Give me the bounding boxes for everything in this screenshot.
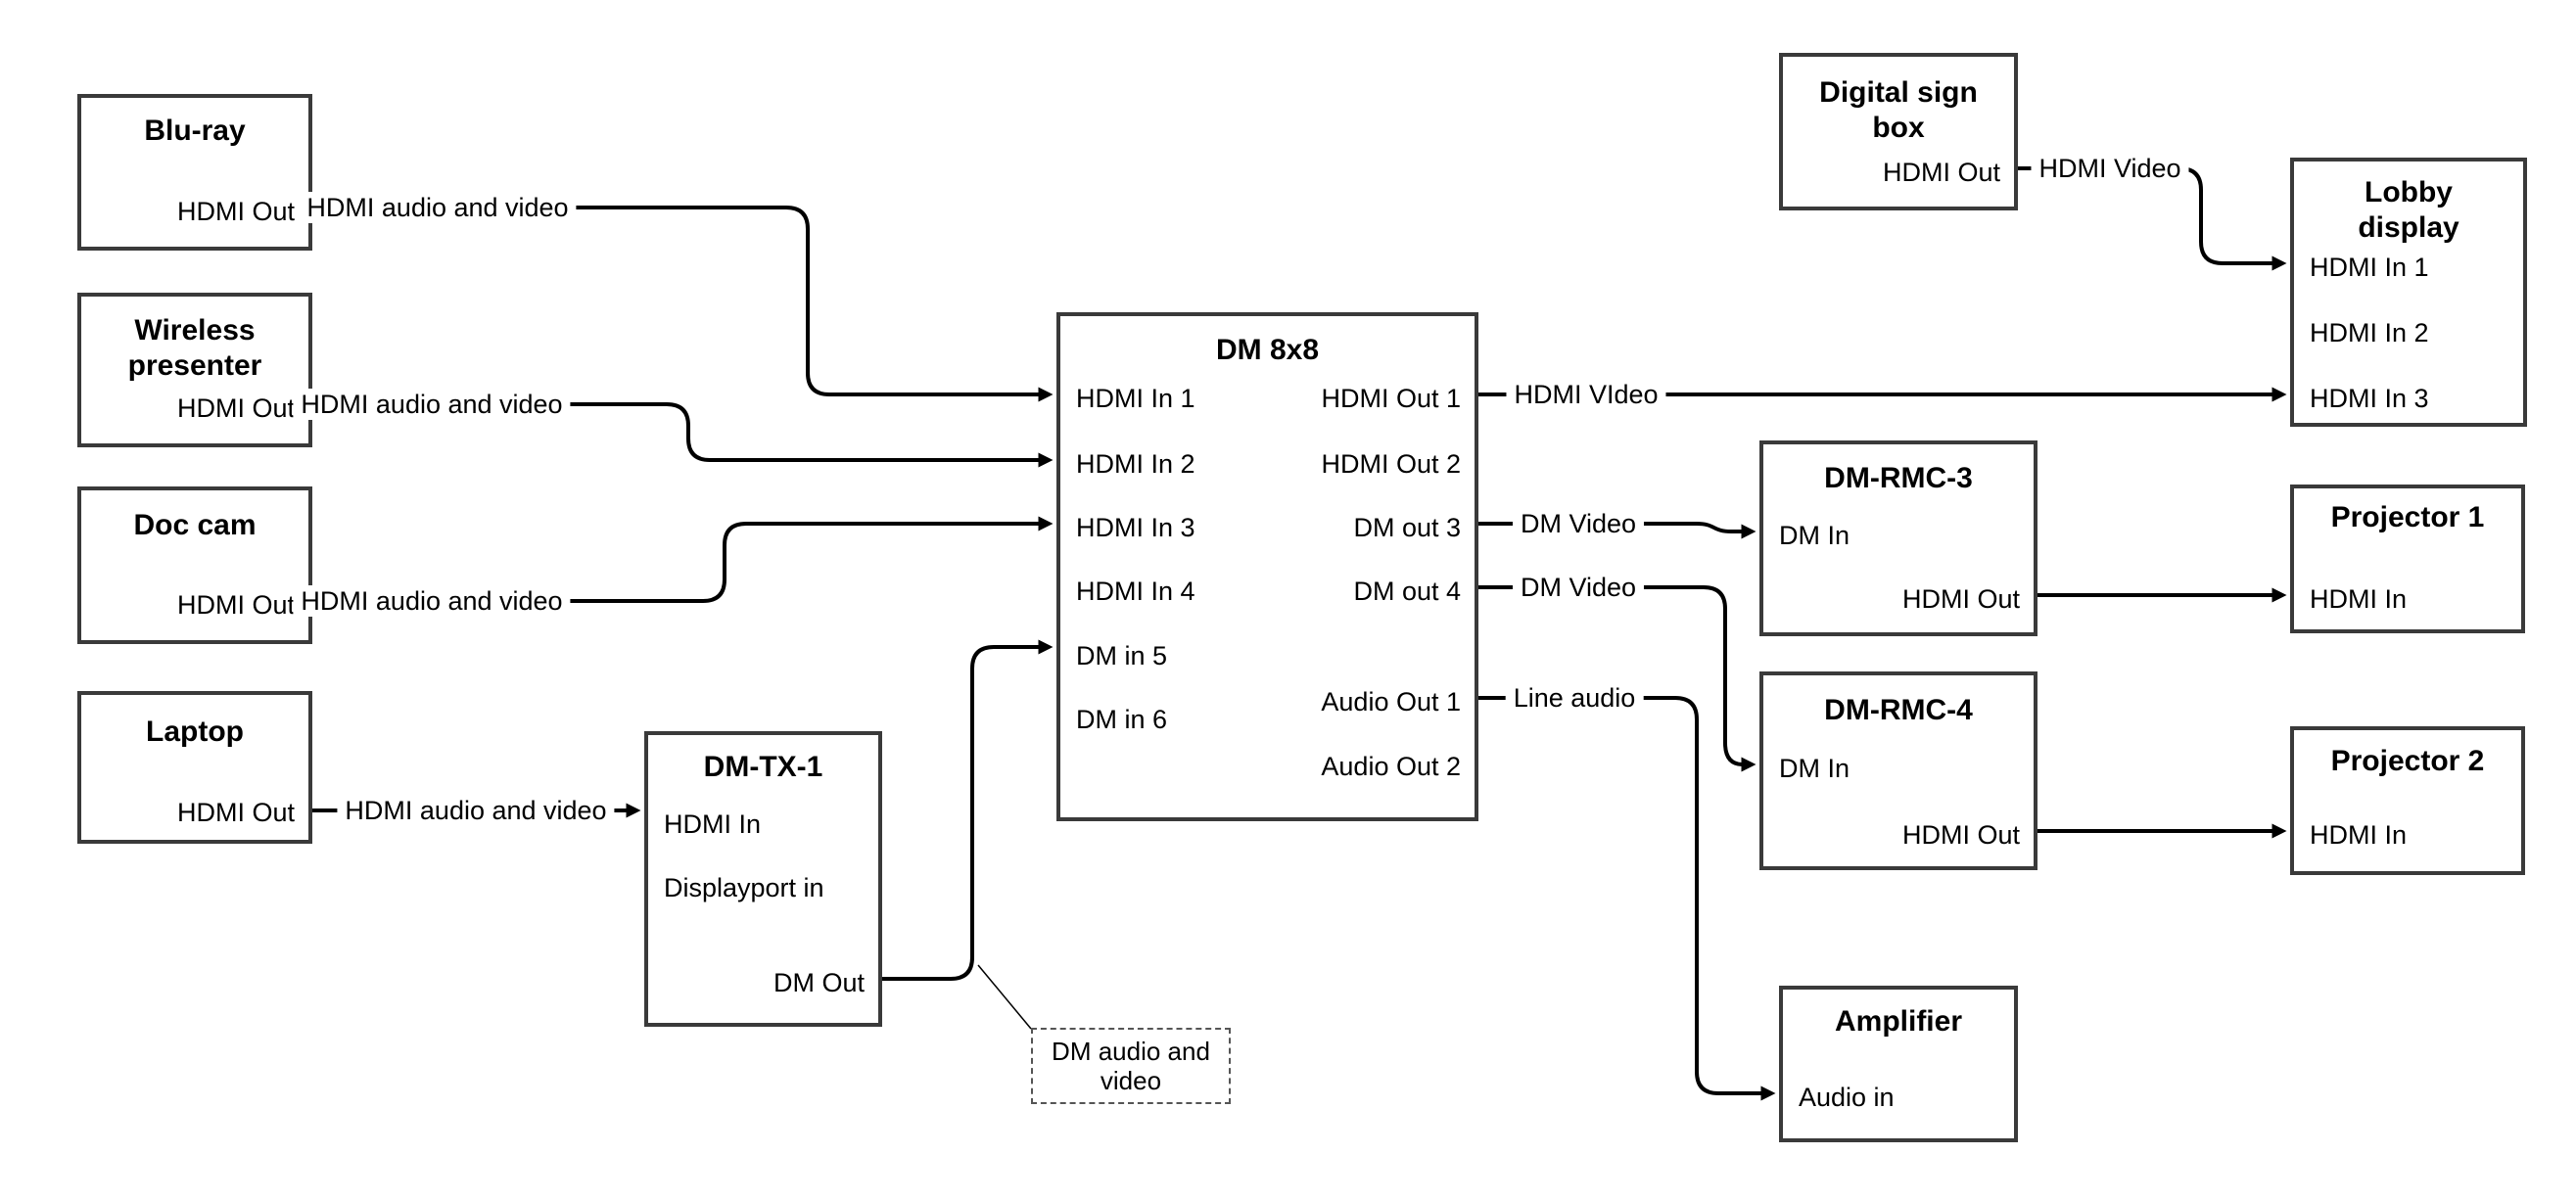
port-hdmi-in: HDMI In bbox=[2310, 584, 2408, 614]
port-hdmi-out-2: HDMI Out 2 bbox=[1321, 449, 1461, 479]
node-title: Projector 1 bbox=[2330, 501, 2485, 533]
node-projector-2: Projector 2 HDMI In bbox=[2290, 726, 2525, 875]
edge-dm8x8-out4-to-rmc4 bbox=[1478, 585, 1756, 772]
edge-label-hdmi-video-out1: HDMI VIdeo bbox=[1506, 379, 1666, 410]
port-dm-out: DM Out bbox=[773, 968, 865, 997]
node-title: Digital sign box bbox=[1819, 76, 1978, 144]
note-callout-line bbox=[977, 964, 1032, 1030]
edge-label-dm-video-out4: DM Video bbox=[1512, 572, 1645, 603]
node-amplifier: Amplifier Audio in bbox=[1779, 986, 2018, 1142]
node-title: Doc cam bbox=[133, 509, 257, 541]
node-digital-sign-box: Digital sign box HDMI Out bbox=[1779, 53, 2018, 210]
node-projector-1: Projector 1 HDMI In bbox=[2290, 485, 2525, 633]
edge-label-hdmi-av-doccam: HDMI audio and video bbox=[293, 585, 571, 617]
port-dm-in: DM In bbox=[1779, 754, 1850, 783]
port-hdmi-in-4: HDMI In 4 bbox=[1076, 577, 1195, 606]
port-hdmi-out: HDMI Out bbox=[176, 590, 295, 620]
node-wireless-presenter: Wireless presenter HDMI Out bbox=[77, 293, 312, 447]
node-title: Amplifier bbox=[1834, 1005, 1963, 1038]
edge-label-dm-video-out3: DM Video bbox=[1512, 508, 1645, 539]
node-title: DM 8x8 bbox=[1215, 334, 1320, 366]
port-dm-in-5: DM in 5 bbox=[1076, 641, 1168, 670]
node-dm-8x8-switcher: DM 8x8 HDMI In 1 HDMI In 2 HDMI In 3 HDM… bbox=[1056, 312, 1478, 821]
port-hdmi-in-3: HDMI In 3 bbox=[2310, 384, 2429, 413]
port-displayport-in: Displayport in bbox=[664, 873, 824, 902]
edge-dm8x8-out3-to-rmc3 bbox=[1478, 522, 1756, 539]
port-hdmi-out: HDMI Out bbox=[176, 393, 295, 423]
port-dm-out-3: DM out 3 bbox=[1353, 513, 1461, 542]
port-hdmi-in-1: HDMI In 1 bbox=[1076, 384, 1195, 413]
port-dm-out-4: DM out 4 bbox=[1353, 577, 1461, 606]
port-hdmi-out: HDMI Out bbox=[176, 798, 295, 827]
note-text: DM audio and video bbox=[1052, 1037, 1210, 1095]
edge-wireless-to-dm8x8-in2 bbox=[312, 402, 1054, 468]
node-title: Lobby display bbox=[2358, 176, 2459, 244]
node-dm-rmc-4: DM-RMC-4 DM In HDMI Out bbox=[1759, 671, 2037, 870]
edge-doccam-to-dm8x8-in3 bbox=[312, 516, 1054, 603]
edge-dmtx1-to-dm8x8-in5 bbox=[882, 639, 1054, 981]
node-title: DM-TX-1 bbox=[703, 751, 823, 783]
node-title: Projector 2 bbox=[2330, 745, 2485, 777]
edge-label-hdmi-av-wireless: HDMI audio and video bbox=[293, 389, 571, 420]
port-hdmi-in: HDMI In bbox=[664, 809, 762, 839]
edge-bluray-to-dm8x8-in1 bbox=[312, 206, 1054, 402]
port-hdmi-out-1: HDMI Out 1 bbox=[1321, 384, 1461, 413]
node-lobby-display: Lobby display HDMI In 1 HDMI In 2 HDMI I… bbox=[2290, 158, 2527, 427]
edge-label-line-audio: Line audio bbox=[1505, 682, 1644, 714]
port-hdmi-out: HDMI Out bbox=[1882, 158, 2000, 187]
node-title: DM-RMC-4 bbox=[1824, 694, 1973, 726]
node-dm-rmc-3: DM-RMC-3 DM In HDMI Out bbox=[1759, 440, 2037, 636]
port-hdmi-out: HDMI Out bbox=[1901, 820, 2020, 850]
port-hdmi-in-2: HDMI In 2 bbox=[2310, 318, 2429, 347]
port-dm-in-6: DM in 6 bbox=[1076, 705, 1168, 734]
node-title: DM-RMC-3 bbox=[1824, 462, 1973, 494]
port-dm-in: DM In bbox=[1779, 521, 1850, 550]
port-hdmi-out: HDMI Out bbox=[176, 197, 295, 226]
port-audio-out-1: Audio Out 1 bbox=[1321, 687, 1461, 716]
note-dm-audio-and-video: DM audio and video bbox=[1031, 1028, 1231, 1104]
port-hdmi-out: HDMI Out bbox=[1901, 584, 2020, 614]
port-hdmi-in-1: HDMI In 1 bbox=[2310, 253, 2429, 282]
node-title: Wireless presenter bbox=[127, 314, 262, 382]
port-hdmi-in: HDMI In bbox=[2310, 820, 2408, 850]
node-doc-cam: Doc cam HDMI Out bbox=[77, 486, 312, 644]
node-title: Laptop bbox=[146, 716, 244, 748]
node-title: Blu-ray bbox=[144, 115, 246, 147]
port-hdmi-in-3: HDMI In 3 bbox=[1076, 513, 1195, 542]
edge-label-hdmi-av-bluray: HDMI audio and video bbox=[299, 192, 577, 223]
port-audio-in: Audio in bbox=[1799, 1083, 1895, 1112]
edge-label-hdmi-av-laptop: HDMI audio and video bbox=[337, 795, 615, 826]
node-bluray: Blu-ray HDMI Out bbox=[77, 94, 312, 251]
edge-label-hdmi-video-sign: HDMI Video bbox=[2031, 153, 2189, 184]
port-audio-out-2: Audio Out 2 bbox=[1321, 752, 1461, 781]
node-laptop: Laptop HDMI Out bbox=[77, 691, 312, 844]
port-hdmi-in-2: HDMI In 2 bbox=[1076, 449, 1195, 479]
edge-dm8x8-aout1-to-amplifier bbox=[1478, 696, 1776, 1101]
node-dm-tx-1: DM-TX-1 HDMI In Displayport in DM Out bbox=[644, 731, 882, 1027]
